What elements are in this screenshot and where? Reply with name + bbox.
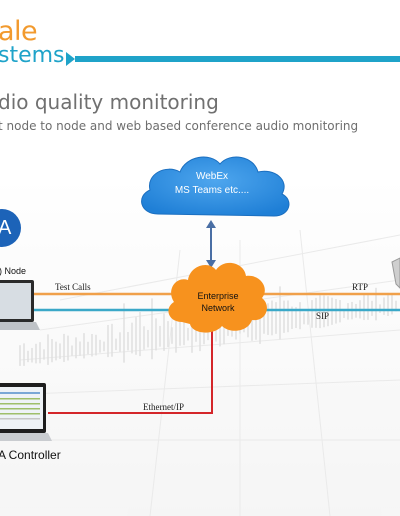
ethernet-line	[48, 330, 213, 414]
slide-subtitle: t node to node and web based conference …	[0, 119, 359, 133]
network-label-line1: Enterprise	[197, 291, 239, 301]
webex-cloud-line2: MS Teams etc....	[174, 185, 250, 196]
sip-label: SIP	[316, 311, 330, 321]
logo-text-top: ale	[0, 16, 38, 47]
node-badge-letter: A	[0, 217, 12, 239]
enterprise-network-cloud	[168, 262, 267, 333]
ethernet-label: Ethernet/IP	[143, 402, 184, 412]
logo-text-bottom: stems	[0, 43, 65, 68]
test-calls-label: Test Calls	[55, 282, 91, 292]
arrow-up-icon	[206, 220, 216, 228]
waveform-background	[0, 180, 400, 516]
webex-cloud-line1: WebEx	[195, 171, 229, 182]
webex-cloud	[141, 156, 290, 217]
controller-label: A Controller	[0, 448, 61, 462]
controller-laptop-icon	[0, 383, 52, 441]
network-label-line2: Network	[201, 303, 235, 313]
node-label: ) Node	[0, 266, 27, 276]
remote-device-icon	[391, 257, 400, 289]
brand-arrow-icon	[66, 52, 75, 66]
brand-bar	[75, 56, 400, 62]
arrow-down-icon	[206, 260, 216, 268]
slide-title: dio quality monitoring	[0, 90, 219, 114]
node-badge-icon	[0, 209, 21, 247]
laptop-node-icon	[0, 280, 40, 330]
rtp-label: RTP	[352, 282, 368, 292]
